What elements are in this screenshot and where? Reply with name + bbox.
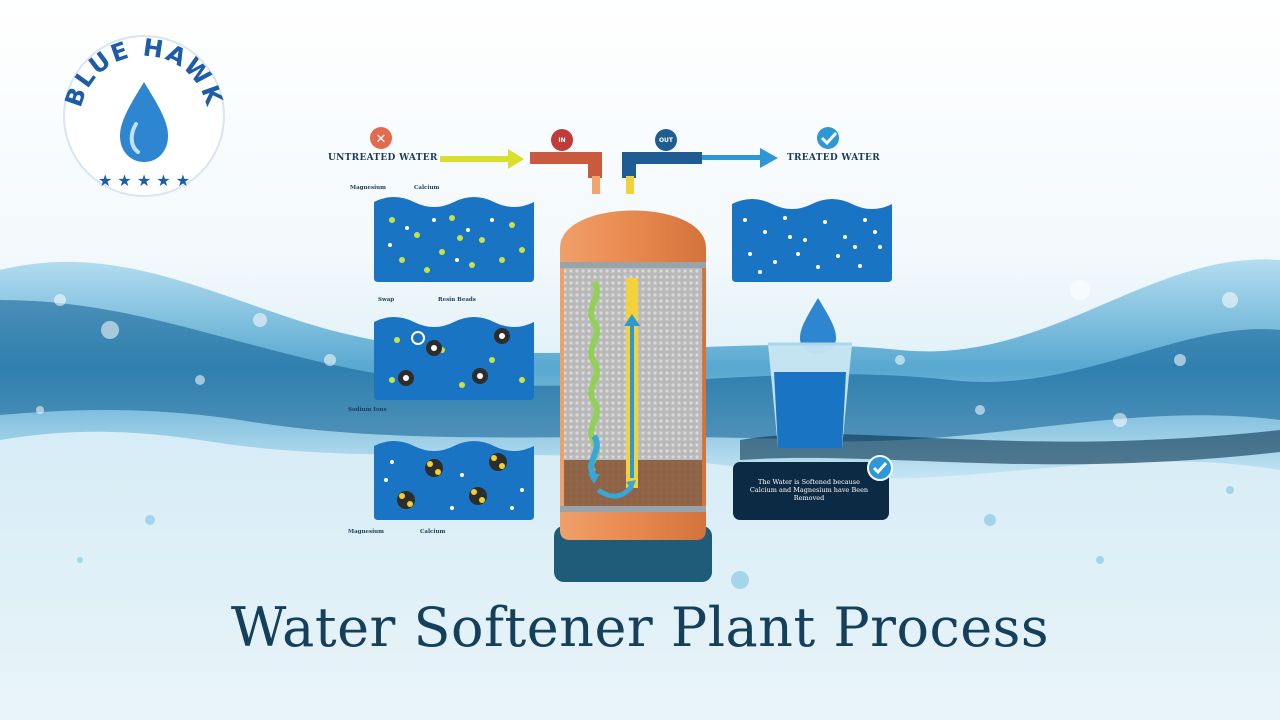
calcium-label-top: Calcium — [414, 185, 440, 191]
resin-beads-label: Resin Beads — [438, 297, 476, 303]
svg-text:★ ★ ★ ★ ★: ★ ★ ★ ★ ★ — [98, 171, 190, 190]
out-tag: OUT — [658, 137, 674, 144]
calcium-label-bottom: Calcium — [420, 529, 446, 535]
svg-text:✕: ✕ — [376, 132, 387, 147]
in-tag: IN — [558, 137, 566, 144]
result-info-text: The Water is Softened because Calcium an… — [749, 478, 869, 502]
result-info-box — [733, 462, 889, 520]
magnesium-label-bottom: Magnesium — [348, 529, 384, 535]
sodium-ions-label: Sodium Ions — [348, 407, 387, 413]
untreated-water-label: UNTREATED WATER — [328, 153, 438, 163]
untreated-water-panels — [374, 197, 534, 520]
flow-arrows: ✕ — [370, 127, 839, 194]
softener-tank — [554, 210, 712, 582]
treated-water-panel — [732, 199, 892, 282]
check-icon — [867, 455, 893, 481]
treated-water-label: TREATED WATER — [787, 153, 880, 163]
water-glass-icon — [768, 298, 852, 448]
swap-label: Swap — [378, 297, 395, 303]
magnesium-label-top: Magnesium — [350, 185, 386, 191]
blue-hawk-logo: BLUE HAWK ★ ★ ★ ★ ★ — [60, 34, 226, 197]
page-title: Water Softener Plant Process — [230, 596, 1050, 659]
